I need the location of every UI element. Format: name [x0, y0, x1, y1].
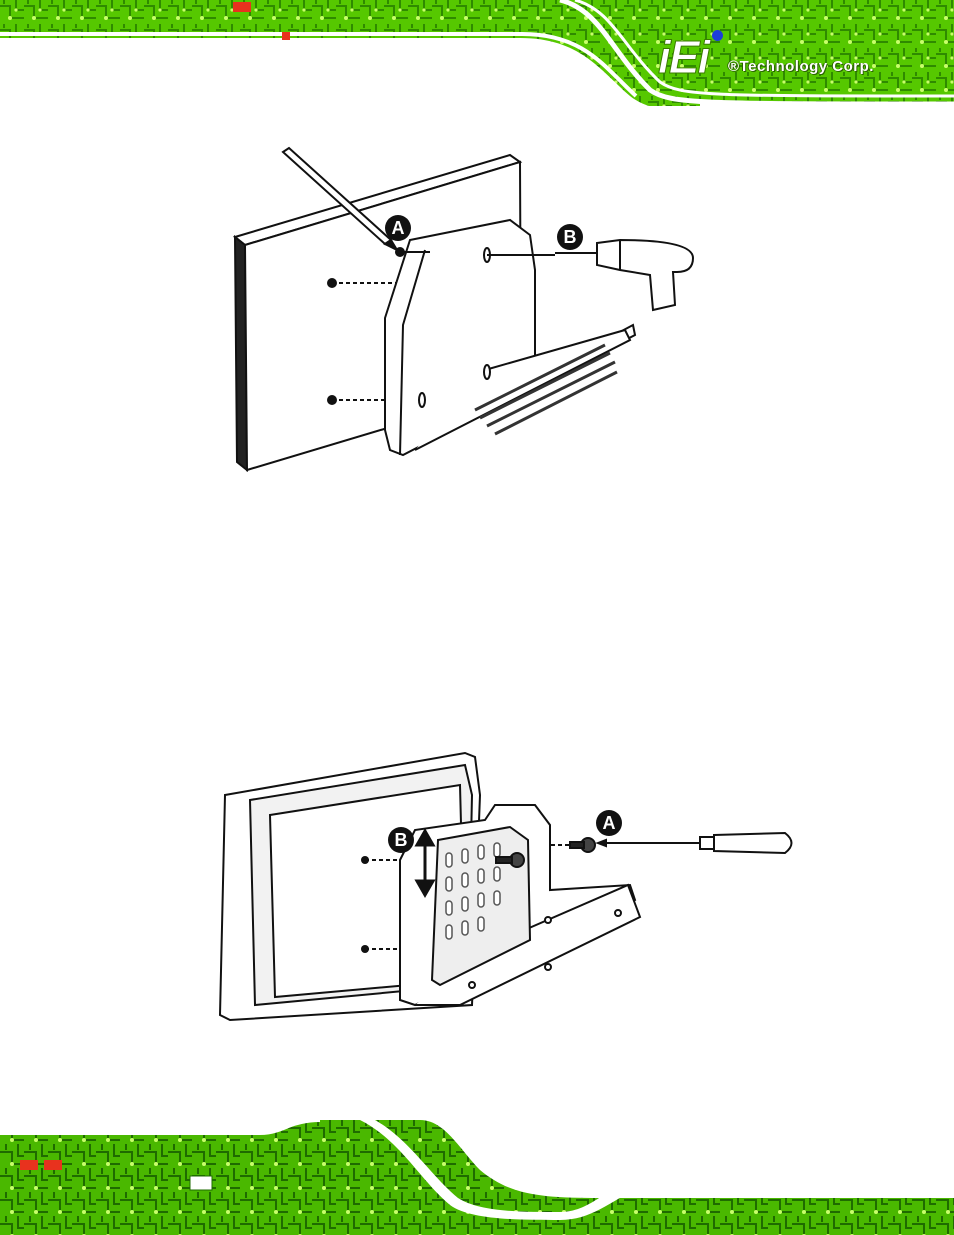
logo-text: ®Technology Corp.	[728, 58, 874, 75]
callout-b-badge: B	[557, 224, 583, 250]
callout-a-badge: A	[596, 810, 622, 836]
monitor-attach-illustration: A B	[210, 745, 810, 1025]
callout-b-badge: B	[388, 827, 414, 853]
page-footer	[0, 1120, 954, 1235]
wall-drilling-drawing	[225, 140, 705, 480]
logo-dot-icon	[712, 30, 723, 41]
wall-mount-drilling-illustration: A B	[225, 140, 705, 480]
screwdriver-icon	[598, 833, 792, 853]
monitor-attach-drawing	[210, 745, 810, 1025]
screw-icon	[570, 838, 595, 852]
logo-mark: iEi	[658, 34, 708, 80]
callout-a-badge: A	[385, 215, 411, 241]
company-logo: iEi ®Technology Corp.	[656, 30, 916, 90]
page-header: iEi ®Technology Corp.	[0, 0, 954, 112]
pcb-footer-graphic	[0, 1120, 954, 1235]
